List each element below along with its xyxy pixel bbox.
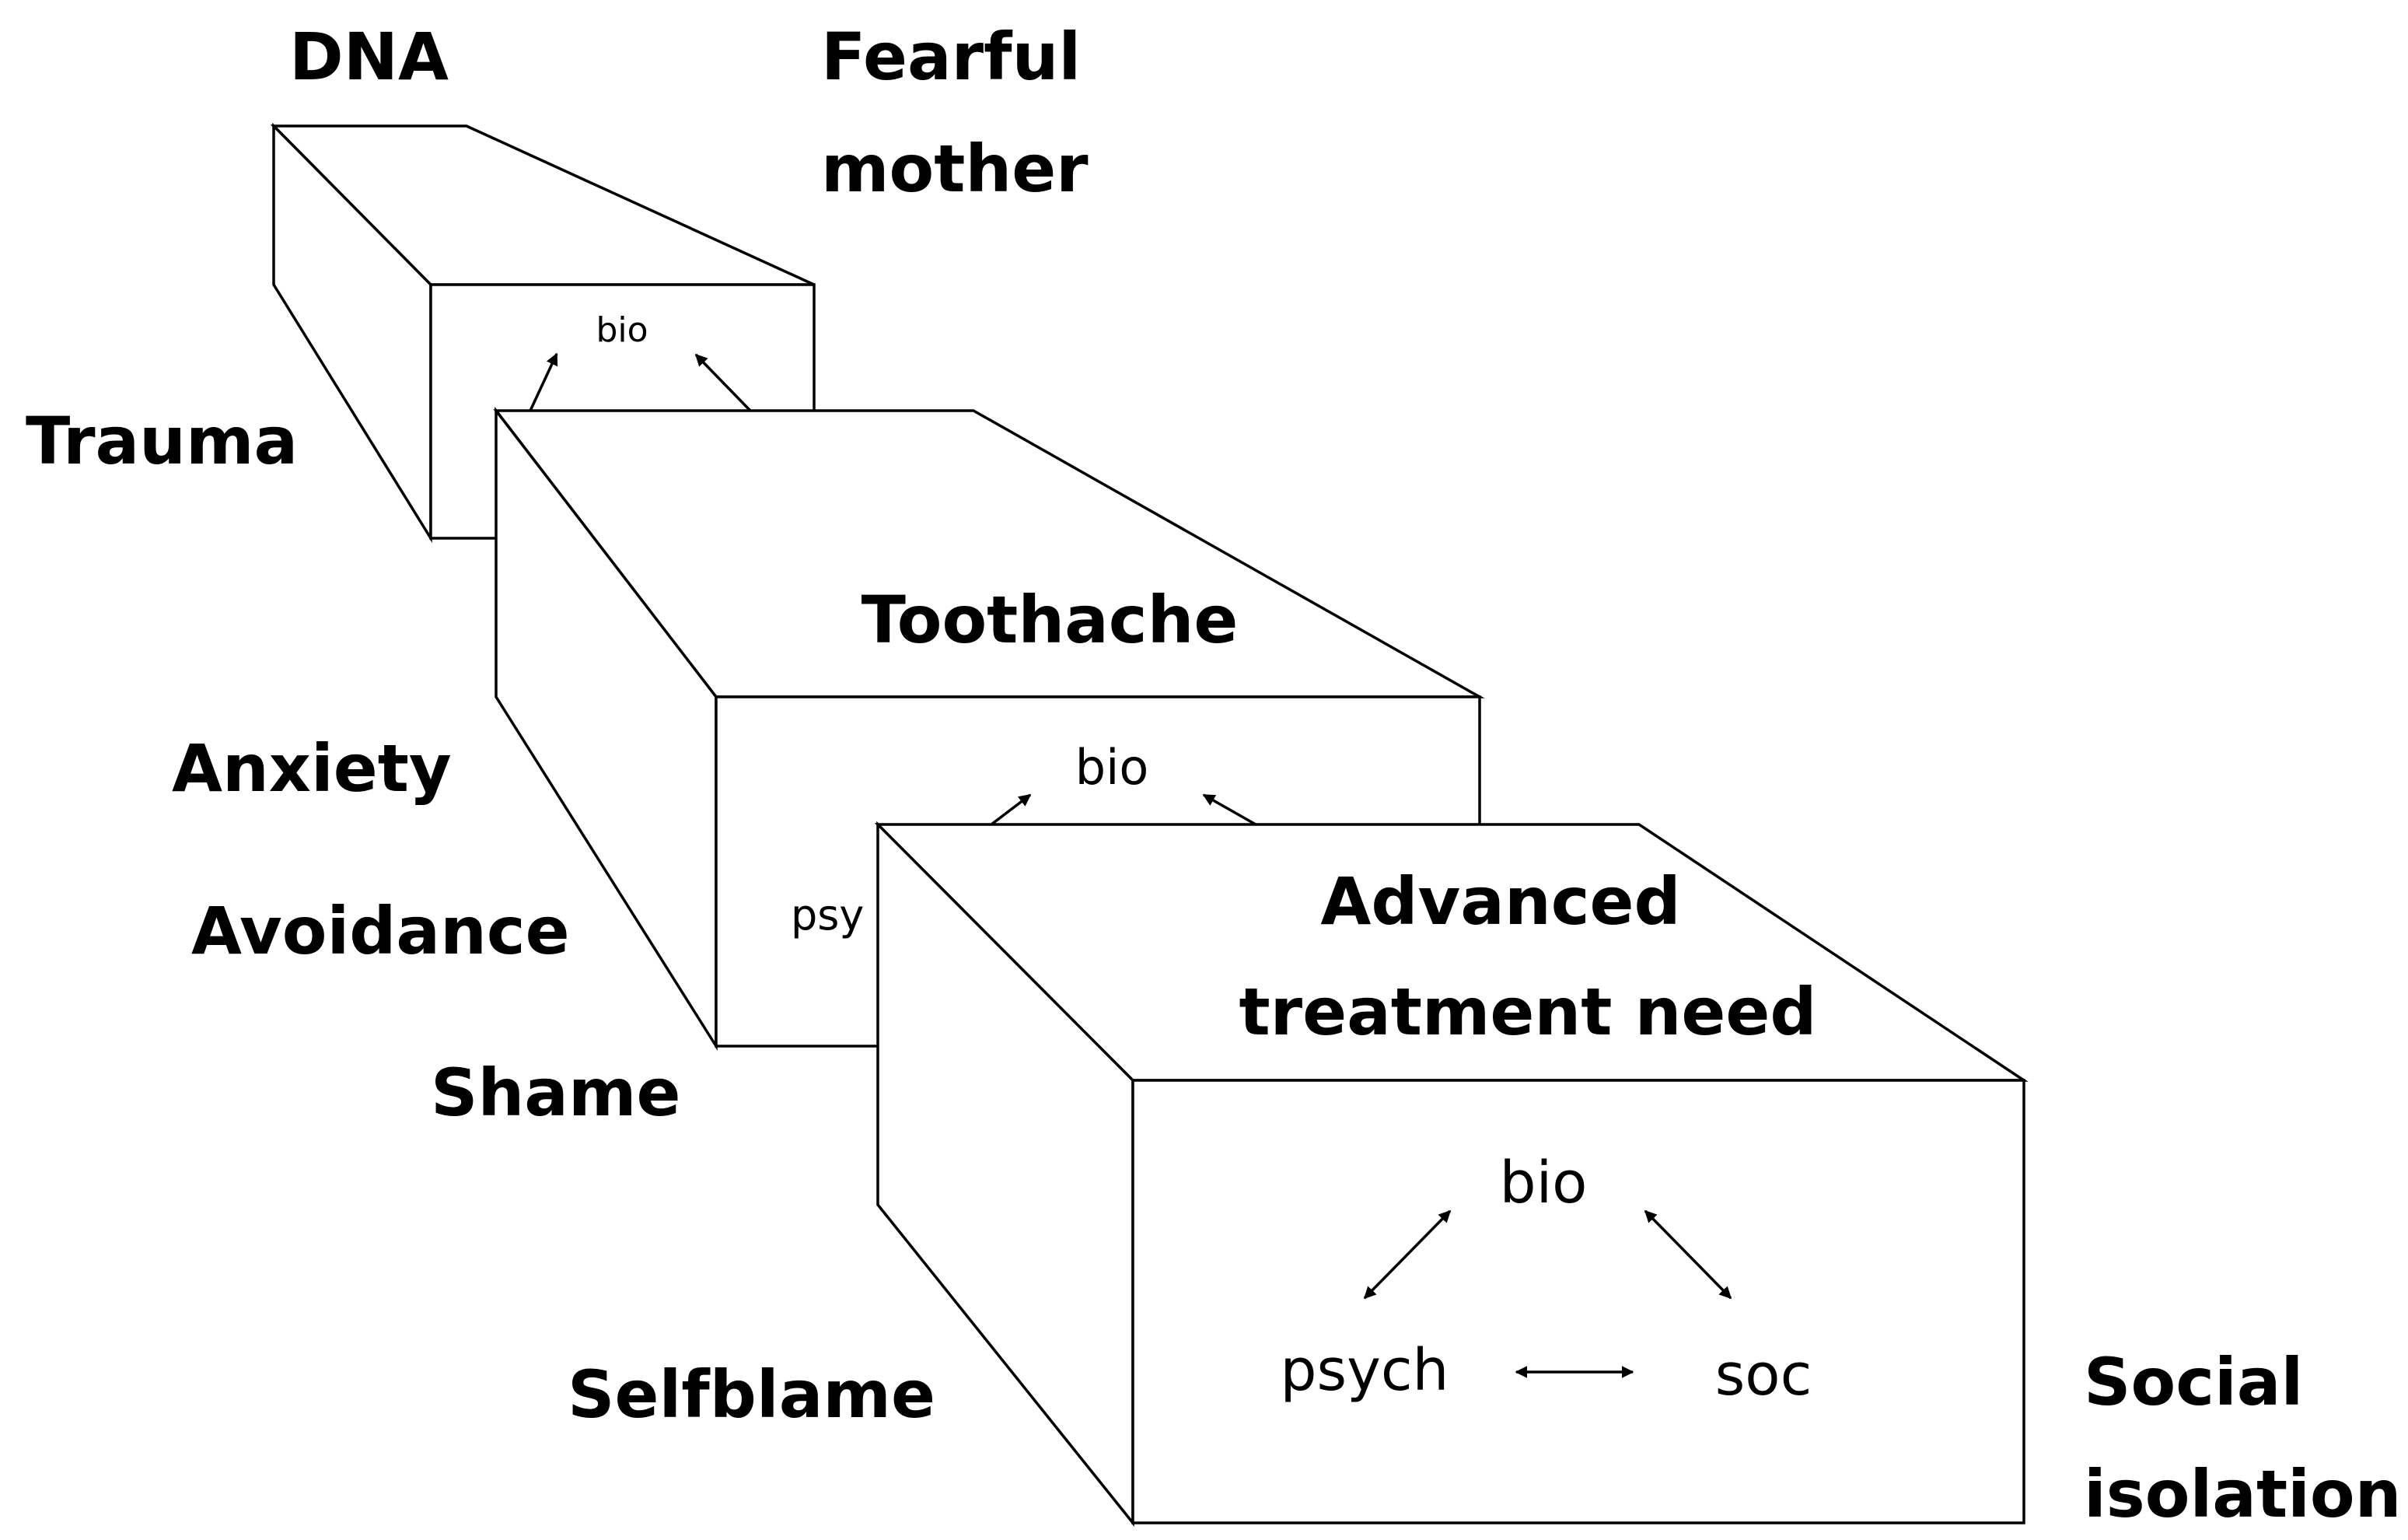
box-toothache-bio-label: bio: [1075, 739, 1149, 796]
advanced-title-line2: treatment need: [1239, 974, 1817, 1050]
box-small-bio-label: bio: [596, 310, 648, 350]
box-toothache-arrow-left: [990, 793, 1032, 826]
factor-fearful-mother-line1: Fearful: [821, 19, 1081, 95]
psych-label: psych: [1281, 1337, 1449, 1404]
box-toothache-psy-label: psy: [791, 891, 864, 940]
factor-trauma: Trauma: [26, 403, 298, 479]
factor-fearful-mother-line2: mother: [821, 131, 1089, 207]
factor-shame: Shame: [431, 1055, 680, 1131]
box-advanced: [874, 821, 2029, 1527]
box-toothache-arrow-right: [1202, 793, 1256, 826]
arrow-bio-soc: [1644, 1209, 1732, 1300]
arrow-bio-psych: [1363, 1209, 1452, 1300]
factor-dna: DNA: [289, 19, 449, 95]
factor-anxiety: Anxiety: [172, 730, 452, 807]
factor-social-isolation-line2: isolation: [2084, 1456, 2401, 1532]
factor-social-isolation-line1: Social: [2084, 1344, 2303, 1420]
box-advanced-front-face: [1131, 1079, 2025, 1524]
box-small-arrow-left: [529, 352, 558, 411]
factor-selfblame: Selfblame: [568, 1356, 935, 1433]
bio-label: bio: [1500, 1150, 1588, 1216]
toothache-title: Toothache: [861, 582, 1239, 658]
soc-label: soc: [1715, 1342, 1812, 1409]
factor-avoidance: Avoidance: [191, 893, 570, 969]
box-small-arrow-right: [694, 353, 752, 412]
advanced-title-line1: Advanced: [1320, 863, 1680, 940]
